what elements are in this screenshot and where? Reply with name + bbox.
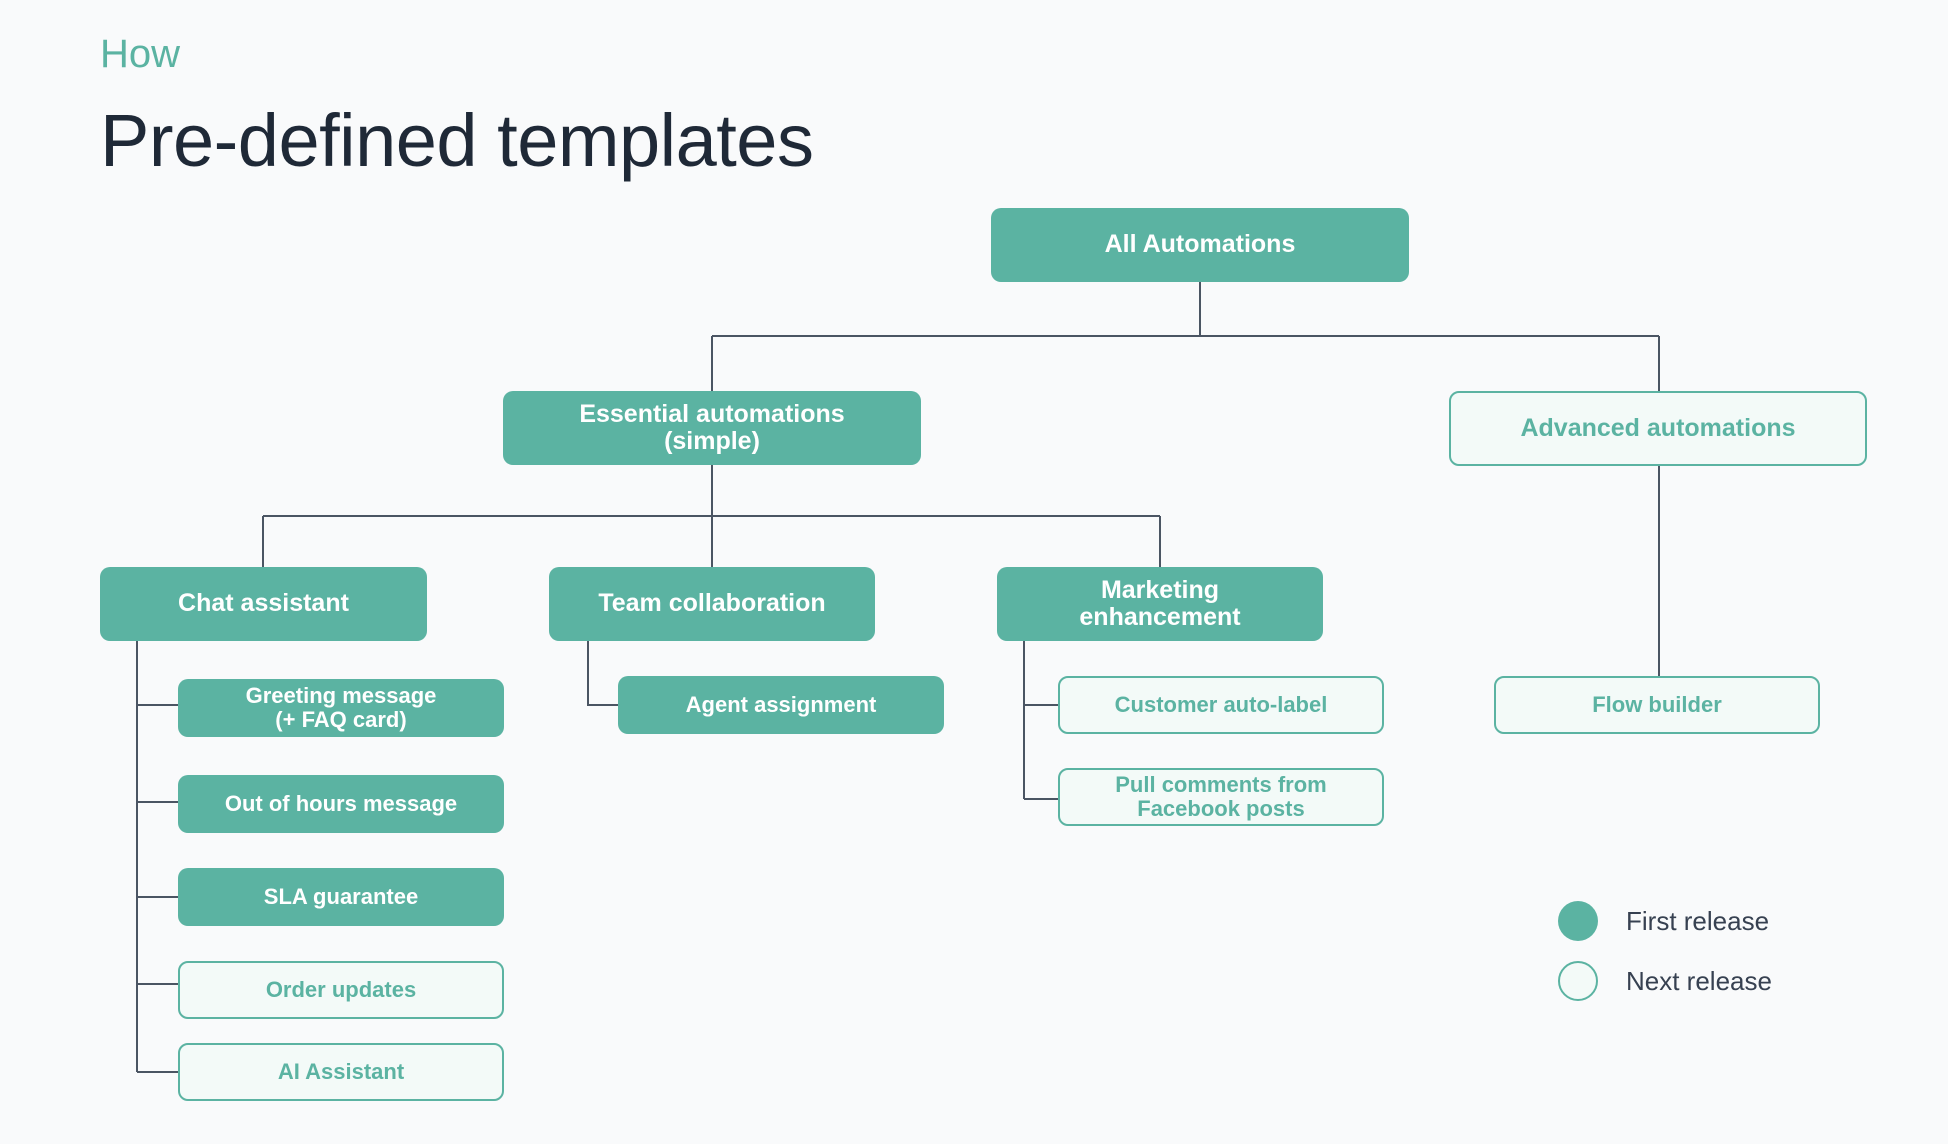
node-marketing-enhancement: Marketing enhancement [997,567,1323,641]
node-label: Agent assignment [685,691,877,717]
node-chat-assistant: Chat assistant [100,567,427,641]
node-all-automations: All Automations [991,208,1409,282]
leaf-customer-auto-label: Customer auto-label [1058,676,1384,734]
leaf-sla-guarantee: SLA guarantee [178,868,504,926]
node-label: Chat assistant [178,589,349,618]
connector-team [587,641,618,706]
node-label: Pull comments from Facebook posts [1115,771,1327,821]
filled-circle-icon [1558,901,1598,941]
leaf-agent-assignment: Agent assignment [618,676,944,734]
connector-marketing [1023,641,1058,800]
node-label: Order updates [265,976,417,1002]
leaf-greeting-message: Greeting message (+ FAQ card) [178,679,504,737]
legend-first-release: First release [1558,901,1769,941]
node-label: Flow builder [1592,691,1722,717]
legend-label: Next release [1626,965,1772,996]
node-label: Greeting message (+ FAQ card) [245,682,437,732]
connector-root [711,282,1660,392]
leaf-ai-assistant: AI Assistant [178,1043,504,1101]
outline-circle-icon [1558,961,1598,1001]
legend-label: First release [1626,905,1770,936]
node-label: Essential automations (simple) [579,399,845,455]
leaf-flow-builder: Flow builder [1494,676,1820,734]
node-essential-automations: Essential automations (simple) [503,391,921,465]
node-label: Advanced automations [1520,413,1796,442]
node-label: Marketing enhancement [1079,575,1241,631]
node-advanced-automations: Advanced automations [1449,391,1867,466]
leaf-out-of-hours: Out of hours message [178,775,504,833]
connector-essential [262,465,1161,568]
leaf-order-updates: Order updates [178,961,504,1019]
legend-next-release: Next release [1558,961,1772,1001]
node-label: Out of hours message [224,790,458,816]
section-eyebrow: How [100,32,181,76]
connector-chat [136,641,178,1073]
leaf-pull-comments: Pull comments from Facebook posts [1058,768,1384,826]
node-label: Customer auto-label [1114,691,1328,717]
node-label: All Automations [1104,230,1296,259]
node-label: Team collaboration [598,589,826,618]
node-label: AI Assistant [277,1058,405,1084]
node-team-collaboration: Team collaboration [549,567,875,641]
page-title: Pre-defined templates [100,99,814,182]
node-label: SLA guarantee [263,883,419,909]
